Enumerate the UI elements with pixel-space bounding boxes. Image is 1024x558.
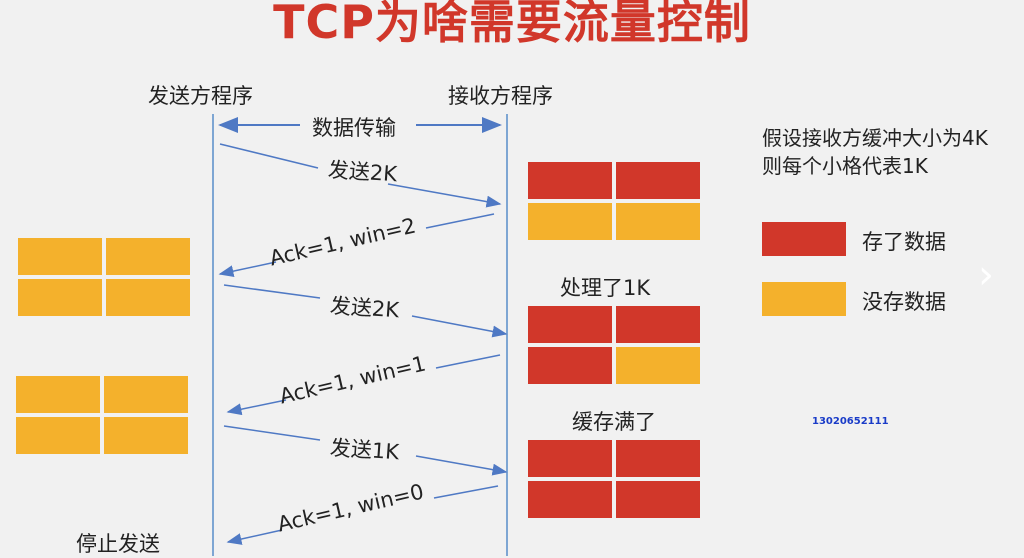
buffer-full-note: 缓存满了	[572, 410, 656, 434]
buffer-cell-filled	[616, 162, 700, 199]
ack-arrow-2a	[435, 354, 501, 369]
send-label-3: 发送1K	[329, 435, 400, 465]
sender-window-2	[16, 376, 188, 454]
buffer-cell-filled	[528, 481, 612, 518]
ack-arrow-3b	[226, 529, 283, 545]
sender-lifeline	[212, 114, 214, 556]
buffer-cell-filled	[528, 347, 612, 384]
buffer-cell-filled	[528, 306, 612, 343]
send-arrow-2a	[223, 284, 321, 299]
receiver-buffer-2	[528, 306, 700, 384]
send-arrow-2b	[411, 315, 508, 338]
ack-arrow-2b	[226, 399, 287, 416]
buffer-cell-empty	[18, 279, 102, 316]
receiver-buffer-1	[528, 162, 700, 240]
sender-window-1	[18, 238, 190, 316]
buffer-cell-filled	[528, 162, 612, 199]
buffer-cell-empty	[528, 203, 612, 240]
assumption-line-1: 假设接收方缓冲大小为4K	[762, 126, 988, 150]
transfer-label: 数据传输	[312, 116, 396, 140]
send-arrow-1b	[387, 183, 502, 208]
processed-note: 处理了1K	[560, 276, 651, 300]
stop-sending-note: 停止发送	[76, 532, 160, 556]
buffer-cell-empty	[18, 238, 102, 275]
buffer-cell-filled	[528, 440, 612, 477]
next-slide-chevron-icon[interactable]: ›	[978, 252, 994, 298]
page-title: TCP为啥需要流量控制	[273, 0, 751, 49]
buffer-cell-empty	[104, 417, 188, 454]
buffer-cell-empty	[616, 203, 700, 240]
phone-number: 13020652111	[812, 416, 889, 427]
assumption-line-2: 则每个小格代表1K	[762, 154, 928, 178]
buffer-cell-filled	[616, 481, 700, 518]
receiver-label: 接收方程序	[448, 84, 553, 108]
send-label-2: 发送2K	[329, 293, 400, 323]
legend-swatch-filled	[762, 222, 846, 256]
buffer-cell-filled	[616, 306, 700, 343]
legend-swatch-empty	[762, 282, 846, 316]
buffer-cell-empty	[106, 238, 190, 275]
buffer-cell-filled	[616, 440, 700, 477]
ack-arrow-1a	[425, 213, 495, 229]
send-arrow-3a	[223, 425, 321, 441]
buffer-cell-empty	[16, 417, 100, 454]
receiver-buffer-3	[528, 440, 700, 518]
legend-label-filled: 存了数据	[862, 230, 946, 254]
ack-arrow-1b	[218, 261, 277, 278]
send-label-1: 发送2K	[327, 157, 398, 187]
buffer-cell-empty	[104, 376, 188, 413]
send-arrow-3b	[415, 455, 508, 476]
ack-arrow-3a	[433, 485, 499, 499]
buffer-cell-empty	[106, 279, 190, 316]
buffer-cell-empty	[16, 376, 100, 413]
legend-label-empty: 没存数据	[862, 290, 946, 314]
send-arrow-1a	[219, 143, 319, 169]
buffer-cell-empty	[616, 347, 700, 384]
sender-label: 发送方程序	[148, 84, 253, 108]
